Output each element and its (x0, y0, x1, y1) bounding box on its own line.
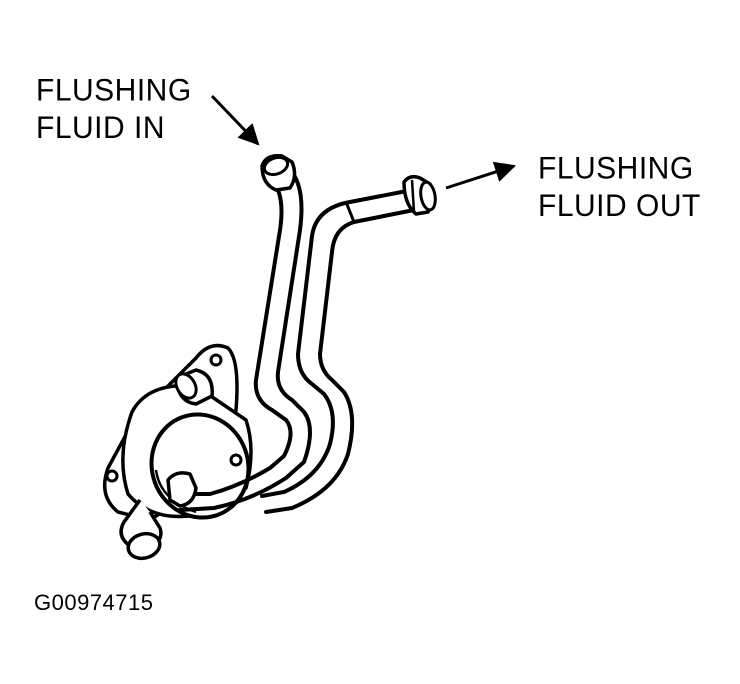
outlet-arrow (445, 161, 516, 190)
label-in-line2: FLUID IN (36, 110, 166, 146)
outlet-hose-inner (264, 208, 416, 514)
bracket-hole-top (209, 353, 223, 367)
figure-id: G00974715 (34, 590, 154, 615)
flushing-fluid-in-label: FLUSHING FLUID IN (36, 72, 192, 148)
cooler-lower-fitting (166, 471, 198, 508)
label-out-line1: FLUSHING (538, 151, 694, 186)
inlet-hose-inner (178, 166, 312, 512)
cooler-bolt (229, 453, 243, 467)
outlet-fitting-collar (410, 179, 416, 213)
flushing-fluid-out-label: FLUSHING FLUID OUT (538, 150, 701, 226)
inlet-hose (178, 174, 293, 496)
outlet-hose (260, 188, 414, 498)
inlet-fitting-end (262, 155, 290, 177)
bracket-hole-bottom (105, 469, 119, 483)
inlet-arrow (210, 94, 260, 146)
outlet-fitting-end (419, 180, 437, 212)
cooler-top-fitting-end (174, 372, 198, 400)
cooler-drain-end (126, 531, 162, 561)
label-in-line1: FLUSHING (36, 73, 192, 108)
outlet-hose-joint (344, 201, 356, 223)
label-out-line2: FLUID OUT (538, 188, 701, 224)
